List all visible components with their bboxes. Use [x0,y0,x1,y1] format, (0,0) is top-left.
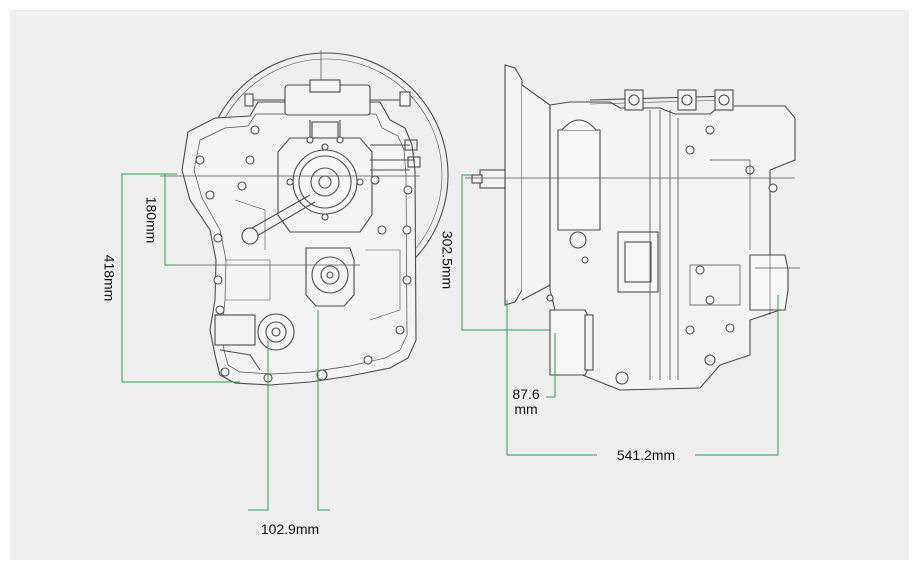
dim-302-5mm-label: 302.5mm [439,231,455,289]
center-lines [160,175,800,269]
side-view-drawing [471,64,796,391]
dim-180mm-label: 180mm [143,197,159,244]
dim-87-6-label: 87.6 [512,386,539,402]
dim-87-6-unit-label: mm [514,401,537,417]
dim-541-2mm-label: 541.2mm [617,447,675,463]
technical-drawing: 180mm 418mm 102.9mm 302.5mm 87.6 mm 541.… [101,50,800,537]
front-view-drawing [181,50,449,386]
dimension-lines [121,173,779,511]
dim-418mm-label: 418mm [101,255,117,302]
drawing-canvas: 180mm 418mm 102.9mm 302.5mm 87.6 mm 541.… [10,10,909,560]
dim-102-9mm-label: 102.9mm [261,521,319,537]
